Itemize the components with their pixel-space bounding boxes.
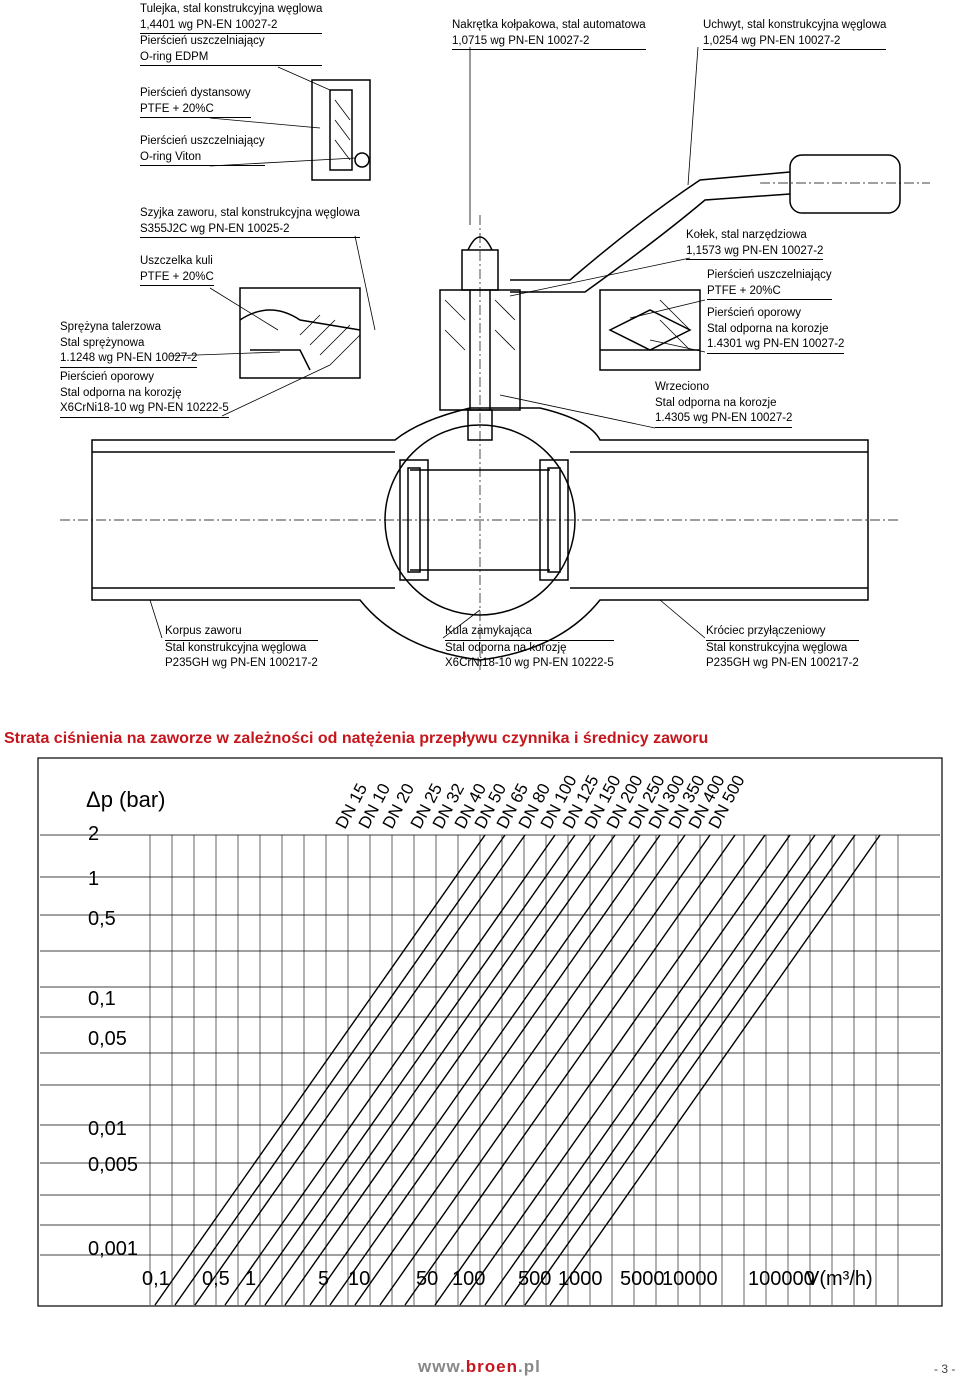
x-tick-label: 50 [416,1268,438,1290]
x-tick-label: 1 [245,1268,256,1290]
label-dystansowy: Pierścień dystansowy PTFE + 20%C [140,86,251,118]
x-tick-label: 1000 [558,1268,603,1290]
dn-curve [504,834,836,1306]
x-tick-label: 0,1 [142,1268,170,1290]
x-tick-label: 5000 [620,1268,665,1290]
chart-frame [37,757,943,1307]
dn-curve [379,834,711,1306]
label-kula: Kula zamykająca Stal odporna na korozję … [445,625,614,669]
label-uszcz-right: Pierścień uszczelniający PTFE + 20%C [707,268,832,300]
label-sprezyna: Sprężyna talerzowa Stal sprężynowa 1.124… [60,320,198,368]
x-tick-label: 10000 [662,1268,718,1290]
dn-curve [154,834,486,1306]
x-tick-label: 0,5 [202,1268,230,1290]
dn-curve [284,834,616,1306]
chart-grid-x [149,835,899,1305]
chart-y-ticks: 2 1 0,5 0,1 0,05 0,01 0,005 0,001 [88,823,138,1260]
label-tulejka: Tulejka, stal konstrukcyjna węglowa 1,44… [140,2,323,66]
dn-curve [244,834,576,1306]
dn-curve [174,834,506,1306]
x-tick-label: 5 [318,1268,329,1290]
label-oporowy-left: Pierścień oporowy Stal odporna na korozj… [60,370,229,418]
x-tick-label: 100000 [748,1268,815,1290]
dn-curve [309,834,641,1306]
y-axis-label: Δp (bar) [86,787,166,812]
chart-curves [154,834,881,1306]
dn-curve [224,834,556,1306]
y-tick-label: 0,001 [88,1238,138,1260]
y-tick-label: 0,05 [88,1028,127,1050]
y-tick-label: 0,01 [88,1118,127,1140]
dn-curve [194,834,526,1306]
label-krociec: Króciec przyłączeniowy Stal konstrukcyjn… [706,625,859,669]
page-number: - 3 - [934,1362,956,1376]
dn-curve [354,834,686,1306]
label-kolek: Kołek, stal narzędziowa 1,1573 wg PN-EN … [686,228,824,260]
y-tick-label: 0,5 [88,908,116,930]
label-nakretka: Nakrętka kołpakowa, stal automatowa 1,07… [452,18,646,50]
dn-curve [549,834,881,1306]
y-tick-label: 2 [88,823,99,845]
y-tick-label: 0,005 [88,1154,138,1176]
x-axis-label: V(m³/h) [806,1268,873,1290]
x-tick-label: 10 [348,1268,370,1290]
chart-section-title: Strata ciśnienia na zaworze w zależności… [4,730,709,747]
y-tick-label: 1 [88,868,99,890]
label-wrzeciono: Wrzeciono Stal odporna na korozje 1.4305… [655,380,793,428]
dn-curve [404,834,736,1306]
y-tick-label: 0,1 [88,988,116,1010]
dn-curve [329,834,661,1306]
dn-curve [264,834,596,1306]
x-tick-label: 100 [452,1268,485,1290]
label-oring-viton: Pierścień uszczelniający O-ring Viton [140,134,265,166]
label-oporowy-right: Pierścień oporowy Stal odporna na korozj… [707,306,845,354]
label-korpus: Korpus zaworu Stal konstrukcyjna węglowa… [165,625,318,669]
label-uchwyt: Uchwyt, stal konstrukcyjna węglowa 1,025… [703,18,887,50]
x-tick-label: 500 [518,1268,551,1290]
dn-curve [484,834,816,1306]
chart-grid-y [40,834,940,1256]
footer-url[interactable]: www.broen.pl [418,1357,541,1376]
valve-technical-drawing [60,46,930,670]
label-szyjka: Szyjka zaworu, stal konstrukcyjna węglow… [140,206,360,238]
dn-curve [524,834,856,1306]
label-uszczelka: Uszczelka kuli PTFE + 20%C [140,254,214,286]
dn-curve [459,834,791,1306]
dn-curve [434,834,766,1306]
